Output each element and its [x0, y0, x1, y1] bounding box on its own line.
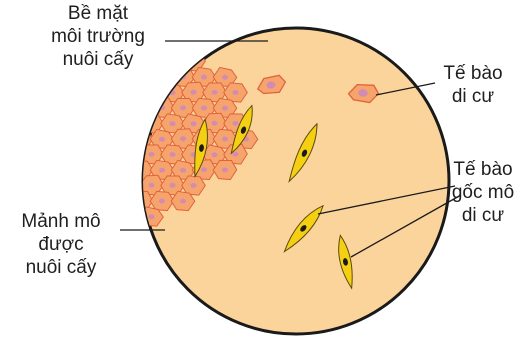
label-migrating-stem-cell: Tế bào gốc mô di cư: [437, 158, 529, 227]
tissue-cell-nucleus: [180, 199, 186, 204]
tissue-cell-nucleus: [138, 74, 144, 79]
tissue-cell-nucleus: [180, 105, 186, 110]
tissue-cell-nucleus: [180, 168, 186, 173]
tissue-cell-nucleus: [149, 90, 155, 95]
tissue-cell-nucleus: [191, 183, 197, 188]
tissue-cell-nucleus: [201, 106, 207, 111]
tissue-cell-nucleus: [138, 137, 144, 142]
tissue-cell-nucleus: [159, 199, 165, 204]
tissue-cell-nucleus: [222, 167, 228, 172]
tissue-cell-nucleus: [159, 137, 165, 142]
tissue-cell: [129, 98, 153, 117]
tissue-cell: [108, 98, 132, 117]
tissue-cell-nucleus: [222, 75, 228, 80]
tissue-cell: [108, 129, 132, 148]
tissue-cell: [119, 176, 143, 195]
tissue-cell-nucleus: [170, 121, 176, 126]
tissue-cell-nucleus: [128, 90, 134, 95]
tissue-cell-nucleus: [117, 167, 123, 172]
tissue-cell-nucleus: [128, 152, 134, 157]
tissue-cell-nucleus: [138, 106, 144, 111]
tissue-cell-nucleus: [212, 121, 218, 126]
tissue-cell-nucleus: [117, 106, 123, 111]
tissue-cell-nucleus: [191, 90, 197, 95]
tissue-cell-nucleus: [117, 198, 123, 203]
tissue-cell: [119, 144, 143, 164]
tissue-cell: [140, 83, 164, 102]
tissue-cell-nucleus: [159, 74, 165, 79]
tissue-cell-nucleus: [128, 121, 134, 126]
tissue-cell: [108, 160, 132, 179]
tissue-cell-nucleus: [201, 167, 207, 172]
tissue-cell-nucleus: [191, 121, 197, 126]
tissue-cell-nucleus: [233, 152, 239, 157]
tissue-cell-nucleus: [233, 121, 239, 126]
tissue-cell-nucleus: [222, 137, 228, 142]
tissue-cell-nucleus: [233, 90, 239, 95]
tissue-cell-nucleus: [201, 75, 207, 80]
tissue-cell-nucleus: [149, 152, 155, 157]
tissue-cell-nucleus: [170, 152, 176, 157]
tissue-cell-nucleus: [159, 168, 165, 173]
label-cultured-explant: Mảnh mô được nuôi cấy: [0, 210, 122, 279]
tissue-cell-nucleus: [149, 214, 155, 219]
tissue-cell-nucleus: [191, 59, 197, 64]
tissue-cell: [119, 207, 143, 226]
tissue-cell-nucleus: [128, 183, 134, 188]
tissue-cell-nucleus: [180, 44, 186, 49]
label-culture-surface: Bề mặt môi trường nuôi cấy: [18, 2, 178, 71]
tissue-cell: [119, 83, 143, 102]
tissue-cell-nucleus: [117, 75, 123, 80]
label-migrating-cell: Tế bào di cư: [425, 62, 521, 108]
tissue-cell-nucleus: [117, 137, 123, 142]
tissue-cell-nucleus: [149, 183, 155, 188]
tissue-cell: [119, 114, 143, 133]
tissue-cell-nucleus: [212, 90, 218, 95]
tissue-cell-nucleus: [212, 152, 218, 157]
tissue-cell-nucleus: [170, 183, 176, 188]
tissue-cell-nucleus: [180, 136, 186, 141]
tissue-cell-nucleus: [128, 214, 134, 219]
tissue-cell-nucleus: [222, 106, 228, 111]
tissue-cell: [108, 191, 132, 211]
